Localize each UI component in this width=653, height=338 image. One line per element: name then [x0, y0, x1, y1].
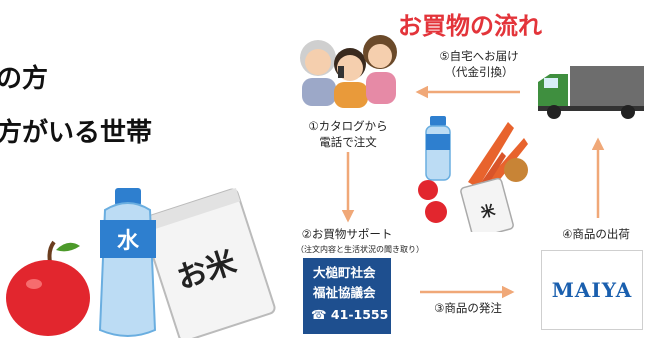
small-water-bottle-icon [425, 116, 451, 181]
rice-bag-icon [140, 187, 276, 338]
council-box: 大槌町社会 福祉協議会 ☎ 41-1555 [303, 258, 391, 334]
svg-text:米: 米 [479, 201, 498, 221]
truck-icon [538, 66, 644, 119]
water-bottle-icon [98, 188, 157, 337]
small-rice-bag-icon: 米 [460, 177, 514, 232]
flow-title: お買物の流れ [398, 12, 542, 40]
groceries-illustration: お米 水 [6, 187, 276, 338]
woman-icon [363, 35, 397, 104]
step1-line2: 電話で注文 [319, 135, 377, 149]
step3-label: ③商品の発注 [434, 301, 502, 315]
council-phone: ☎ 41-1555 [311, 307, 389, 322]
council-name-line1: 大槌町社会 [313, 265, 376, 280]
water-label: 水 [117, 229, 140, 254]
small-apple-icon [418, 180, 447, 223]
grandmother-icon [300, 40, 336, 106]
step2-sub: （注文内容と生活状況の聞き取り） [296, 245, 424, 254]
maiya-logo-box: MAIYA [541, 250, 643, 330]
onion-icon [504, 158, 528, 182]
step4-label: ④商品の出荷 [562, 227, 630, 241]
center-groceries-illustration: 米 [418, 116, 528, 232]
heading-line-2: 方がいる世帯 [0, 118, 153, 148]
customers-illustration [300, 35, 397, 108]
step5-sub: （代金引換） [444, 65, 514, 79]
step1-line1: ①カタログから [308, 119, 388, 133]
apple-icon [6, 240, 90, 336]
maiya-logo: MAIYA [551, 278, 633, 302]
man-icon [334, 48, 368, 108]
heading-line-1: の方 [0, 64, 49, 94]
council-name-line2: 福祉協議会 [313, 285, 376, 300]
step5-label: ⑤自宅へお届け [439, 49, 519, 63]
step2-label: ②お買物サポート [301, 227, 393, 241]
